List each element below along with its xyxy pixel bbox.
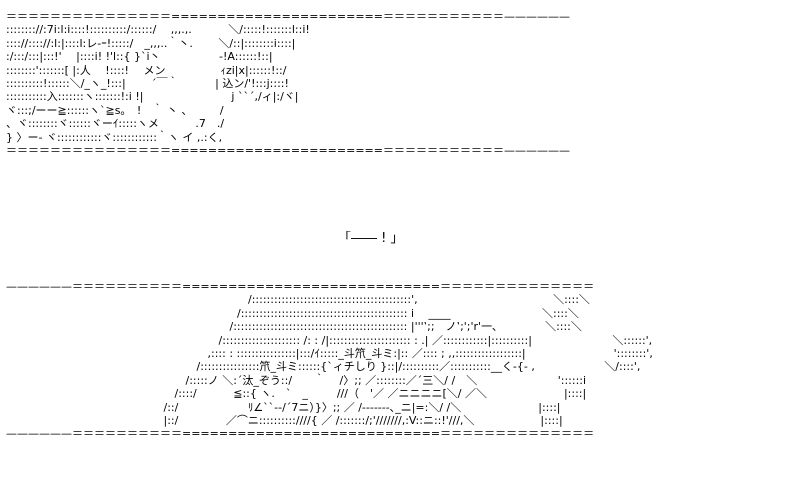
art-line: ,:::: : ::::::::::::::::|:::/ｲ:::::_斗笊_斗…: [6, 347, 653, 361]
art-line: :::::::://:7i:l:i::::!::::::::::/::::::/…: [6, 23, 310, 37]
bottom-border: ＝＝＝＝＝＝＝＝＝＝＝＝＝＝＝=======================＝＝…: [6, 144, 570, 158]
art-line: |::/ ／⌒ニ::::::::::////{ ／ /:::::::/;'///…: [6, 414, 563, 428]
art-line: :::::::::::入:::::::ヽ:::::::!:i !| j ``´,…: [6, 90, 299, 104]
art-line: /::::::::::::::::笊_斗ミ::::::{`ィチしり }::|/:…: [6, 360, 641, 374]
art-line: /:::::::::::::::::::::::::::::::::::::::…: [6, 306, 579, 320]
speech-text: 「―― ! 」: [338, 231, 404, 246]
bottom-art-panel: ——————＝＝＝＝＝＝＝＝＝＝========================…: [6, 280, 796, 441]
art-line: /:::::ノ ＼:´汰_ぞう::/ ｀ /〉;; ／::::::::／´三＼/…: [6, 373, 587, 387]
top-border: ＝＝＝＝＝＝＝＝＝＝＝＝＝＝＝=======================＝＝…: [6, 10, 570, 23]
art-line: /::/ ﾘ∠``‐‐/´7ニ）}〉;; ／ /‐‐‐‐‐‐-､_ニ|=:＼/ …: [6, 400, 561, 414]
art-line: /:::::::::::::::::::::::::::::::::::::::…: [6, 320, 582, 334]
art-line: ::::::::::!::::::＼/_ヽ_!:::| ´￣｀ | 込ン/'!:…: [6, 77, 289, 91]
top-art-panel: ＝＝＝＝＝＝＝＝＝＝＝＝＝＝＝=======================＝＝…: [6, 10, 796, 157]
art-line: ::::::::':::::::[ |:人 !::::! メン ｨzi|x|::…: [6, 63, 287, 77]
bottom-border: ——————＝＝＝＝＝＝＝＝＝＝========================…: [6, 427, 595, 441]
art-line: /::::::::::::::::::::: /: : /|::::::::::…: [6, 333, 653, 347]
top-border: ——————＝＝＝＝＝＝＝＝＝＝========================…: [6, 280, 595, 293]
art-line: :::://:::://:l:|::::l:レ-ｰ!:::::/ _,,,..｀…: [6, 36, 296, 50]
art-line: /:::::::::::::::::::::::::::::::::::::::…: [6, 293, 590, 307]
art-line: :/:::/:::|:::!' |::::i! !'l::{ }`i丶 -!A:…: [6, 50, 273, 64]
art-line: 、ヾ::::::::ヾ::::::ヾーｲ:::::ヽメ .7 ./: [6, 117, 225, 131]
art-line: } 〉ー‐ ヾ::::::::::::ヾ::::::::::::｀ヽ イ ,.:…: [6, 130, 223, 144]
art-line: ヾ:::;/ーー≧::::::ヽ`≧s。 ! ｀ 丶 、 /: [6, 103, 224, 117]
art-line: /::::/ ≦::{ ヽ. ` _ ///（ '／ ／ニニニニ[＼/ ／＼ |…: [6, 387, 587, 401]
